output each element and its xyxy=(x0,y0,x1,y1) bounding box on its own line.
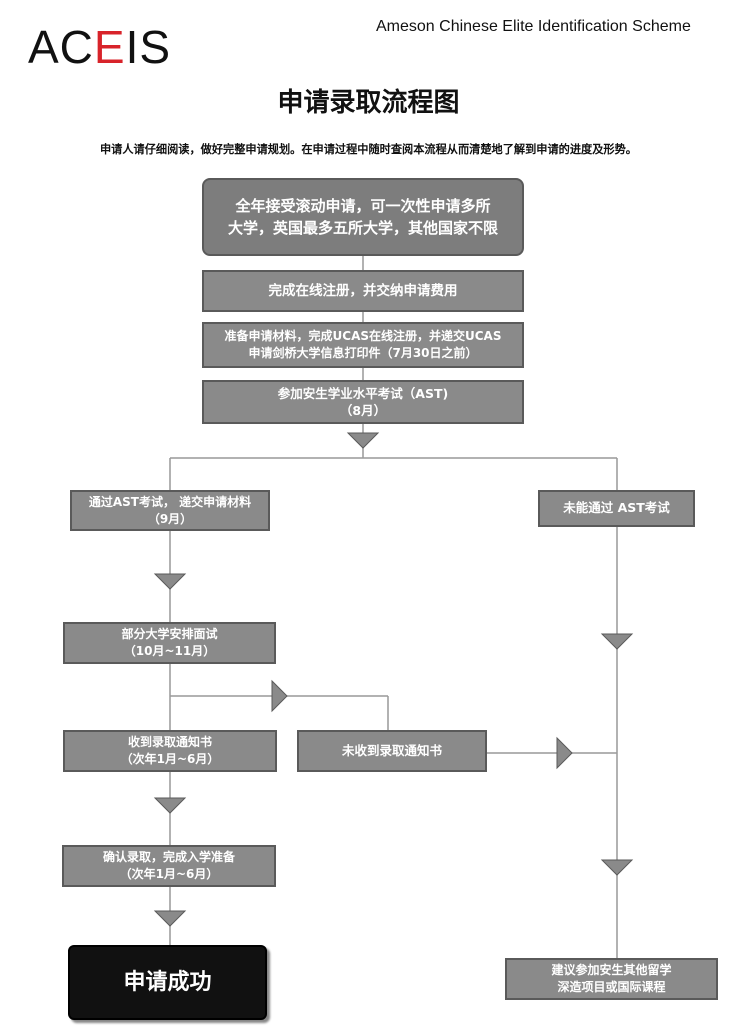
step-text: （8月） xyxy=(339,403,387,418)
step-text: 完成在线注册，并交纳申请费用 xyxy=(268,282,458,299)
page-title: 申请录取流程图 xyxy=(277,88,460,118)
step-confirm-enrollment: 确认录取，完成入学准备 （次年1月~6月） xyxy=(62,845,276,887)
step-fail-ast: 未能通过 AST考试 xyxy=(538,490,695,527)
step-online-register: 完成在线注册，并交纳申请费用 xyxy=(202,270,524,312)
step-application-success: 申请成功 xyxy=(68,945,267,1020)
step-no-offer: 未收到录取通知书 xyxy=(297,730,487,772)
step-text: 未能通过 AST考试 xyxy=(563,500,670,516)
step-text: 部分大学安排面试 xyxy=(121,626,218,641)
arrow-down-2 xyxy=(153,573,187,590)
arrow-down-5 xyxy=(600,859,634,876)
step-alternative-programs: 建议参加安生其他留学 深造项目或国际课程 xyxy=(505,958,718,1000)
step-text: 确认录取，完成入学准备 xyxy=(102,849,235,864)
step-text: 通过AST考试， 递交申请材料 xyxy=(88,494,252,509)
step-apply-anytime: 全年接受滚动申请，可一次性申请多所 大学，英国最多五所大学，其他国家不限 xyxy=(202,178,524,256)
step-text: 申请剑桥大学信息打印件（7月30日之前） xyxy=(248,346,478,360)
aceis-logo: ACEIS xyxy=(28,21,172,73)
arrow-down-6 xyxy=(153,910,187,927)
step-text: 深造项目或国际课程 xyxy=(557,980,666,994)
step-text: 全年接受滚动申请，可一次性申请多所 xyxy=(235,196,491,215)
arrow-down-4 xyxy=(153,797,187,814)
arrow-right-2 xyxy=(556,736,573,770)
step-pass-ast: 通过AST考试， 递交申请材料 （9月） xyxy=(70,490,270,531)
intro-text: 申请人请仔细阅读，做好完整申请规划。在申请过程中随时查阅本流程从而清楚地了解到申… xyxy=(99,143,637,156)
scheme-name: Ameson Chinese Elite Identification Sche… xyxy=(376,18,691,35)
step-text: 申请成功 xyxy=(123,970,212,995)
step-interview: 部分大学安排面试 （10月~11月） xyxy=(63,622,276,664)
step-prepare-materials: 准备申请材料，完成UCAS在线注册，并递交UCAS 申请剑桥大学信息打印件（7月… xyxy=(202,322,524,368)
arrow-down-3 xyxy=(600,633,634,650)
step-text: 未收到录取通知书 xyxy=(341,742,442,758)
step-text: 参加安生学业水平考试（AST) xyxy=(277,385,449,401)
step-text: （次年1月~6月） xyxy=(119,867,219,881)
arrow-right-1 xyxy=(271,679,288,713)
step-receive-offer: 收到录取通知书 （次年1月~6月） xyxy=(63,730,277,772)
step-text: 准备申请材料，完成UCAS在线注册，并递交UCAS xyxy=(224,328,502,343)
step-text: 建议参加安生其他留学 xyxy=(551,962,672,977)
step-ast-exam: 参加安生学业水平考试（AST) （8月） xyxy=(202,380,524,424)
step-text: （9月） xyxy=(147,511,193,526)
step-text: 大学，英国最多五所大学，其他国家不限 xyxy=(227,219,498,237)
step-text: （10月~11月） xyxy=(123,644,216,658)
step-text: （次年1月~6月） xyxy=(120,752,220,766)
step-text: 收到录取通知书 xyxy=(127,734,212,749)
arrow-down-1 xyxy=(346,432,380,449)
